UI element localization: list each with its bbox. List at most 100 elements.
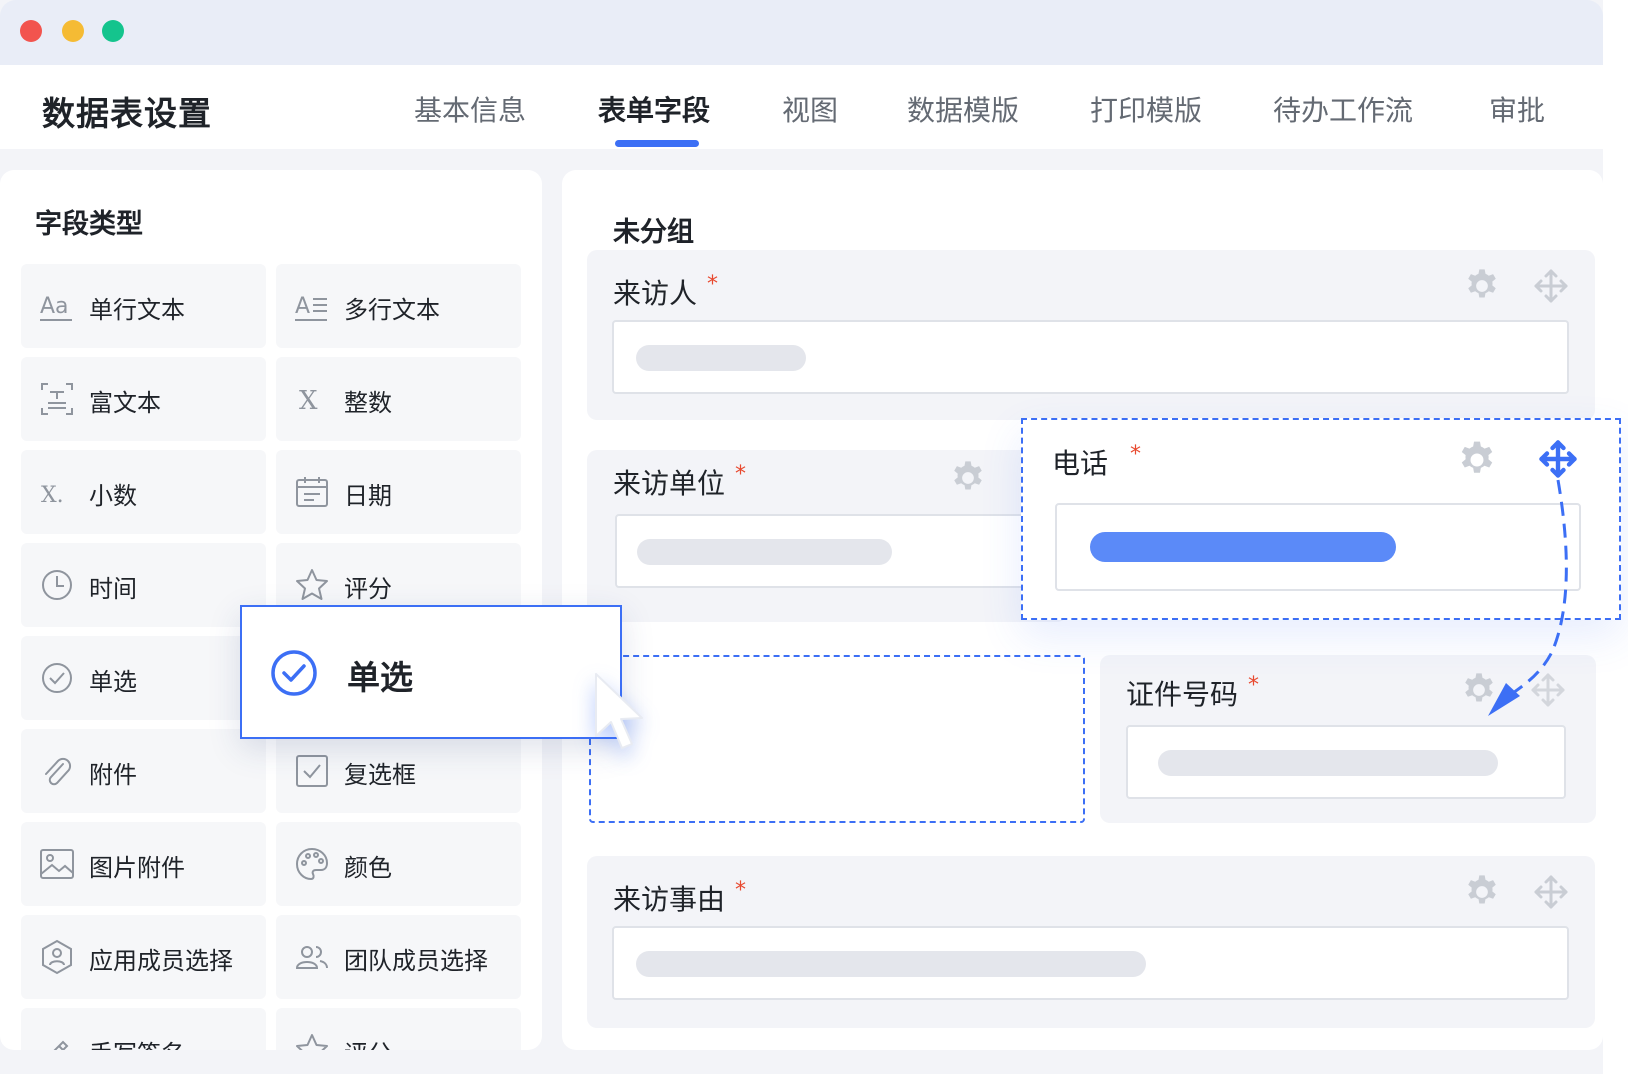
field-type-label: 评分 [344, 575, 392, 603]
drop-zone[interactable] [589, 655, 1085, 823]
minimize-window-button[interactable] [62, 20, 84, 42]
field-label: 来访单位* [613, 462, 747, 500]
field-label: 电话* [1052, 442, 1142, 480]
check-circle-icon [271, 650, 317, 696]
drag-arrow-icon [1488, 479, 1568, 716]
field-type-label: 小数 [89, 482, 137, 510]
field-type-date[interactable]: 日期 [276, 450, 521, 534]
tab-approval[interactable]: 审批 [1489, 94, 1546, 127]
palette-icon [294, 846, 330, 882]
gear-icon[interactable] [1456, 439, 1498, 481]
field-type-label: 团队成员选择 [344, 947, 488, 975]
close-window-button[interactable] [20, 20, 42, 42]
required-mark: * [735, 878, 747, 903]
input-placeholder [637, 539, 892, 565]
panel-title: 字段类型 [35, 209, 143, 240]
gear-icon[interactable] [1463, 267, 1501, 305]
image-icon [39, 846, 75, 882]
field-type-label: 日期 [344, 482, 392, 510]
field-type-decimal[interactable]: X. 小数 [21, 450, 266, 534]
decimal-icon: X. [39, 474, 75, 510]
required-mark: * [707, 272, 719, 297]
field-label: 来访人* [613, 272, 719, 310]
move-icon[interactable] [1528, 670, 1568, 710]
field-type-label: 应用成员选择 [89, 947, 233, 975]
dragging-field-card[interactable]: 电话* [1021, 418, 1621, 620]
field-types-panel: 字段类型 Aa 单行文本 A 多行文本 富文本 X 整数 [0, 170, 542, 1050]
field-type-attachment[interactable]: 附件 [21, 729, 266, 813]
clock-icon [39, 567, 75, 603]
form-field-card[interactable]: 来访单位* [587, 450, 1067, 622]
field-type-label: 附件 [89, 761, 137, 789]
maximize-window-button[interactable] [102, 20, 124, 42]
input-placeholder [1158, 750, 1498, 776]
input-value-highlight [1090, 532, 1396, 562]
move-icon[interactable] [1531, 266, 1571, 306]
field-type-multi-line-text[interactable]: A 多行文本 [276, 264, 521, 348]
field-type-color[interactable]: 颜色 [276, 822, 521, 906]
field-type-label: 单选 [89, 668, 137, 696]
tab-todo-workflow[interactable]: 待办工作流 [1273, 94, 1414, 127]
field-type-label: 整数 [344, 389, 392, 417]
field-type-label: 评分 [344, 1034, 392, 1050]
form-field-card[interactable]: 来访人* [587, 250, 1595, 420]
field-type-label: 单行文本 [89, 296, 185, 324]
input-placeholder [636, 951, 1146, 977]
group-title: 未分组 [613, 217, 694, 248]
text-input[interactable] [1055, 503, 1581, 591]
svg-text:X: X [299, 386, 318, 416]
field-label: 来访事由* [613, 878, 747, 916]
star-icon [294, 567, 330, 603]
tab-print-templates[interactable]: 打印模版 [1090, 94, 1203, 127]
gear-icon[interactable] [1463, 873, 1501, 911]
paperclip-icon [39, 753, 75, 789]
tab-basic-info[interactable]: 基本信息 [414, 94, 527, 127]
required-mark: * [1130, 442, 1142, 467]
dragging-field-type-chip[interactable]: 单选 [240, 605, 622, 739]
field-type-rating[interactable]: 评分 [276, 1008, 521, 1050]
check-circle-icon [39, 660, 75, 696]
calendar-icon [294, 474, 330, 510]
field-type-app-member-select[interactable]: 应用成员选择 [21, 915, 266, 999]
team-members-icon [294, 939, 330, 975]
field-type-single-line-text[interactable]: Aa 单行文本 [21, 264, 266, 348]
field-type-team-member-select[interactable]: 团队成员选择 [276, 915, 521, 999]
field-type-checkbox[interactable]: 复选框 [276, 729, 521, 813]
text-input[interactable] [615, 514, 1055, 588]
field-type-label: 复选框 [344, 761, 416, 789]
field-type-single-select[interactable]: 单选 [21, 636, 266, 720]
field-type-label: 图片附件 [89, 854, 185, 882]
field-type-label: 富文本 [89, 389, 161, 417]
text-input[interactable] [612, 320, 1569, 394]
text-input[interactable] [1126, 725, 1566, 799]
tab-views[interactable]: 视图 [782, 94, 839, 127]
required-mark: * [1248, 673, 1260, 698]
gear-icon[interactable] [949, 459, 987, 497]
field-type-integer[interactable]: X 整数 [276, 357, 521, 441]
field-type-label: 颜色 [344, 854, 392, 882]
form-field-card[interactable]: 证件号码* [1100, 655, 1596, 823]
field-type-label: 时间 [89, 575, 137, 603]
field-type-image-attachment[interactable]: 图片附件 [21, 822, 266, 906]
multi-line-text-icon: A [294, 288, 330, 324]
form-field-card[interactable]: 来访事由* [587, 856, 1595, 1028]
member-icon [39, 939, 75, 975]
page-title: 数据表设置 [42, 94, 212, 133]
tab-data-templates[interactable]: 数据模版 [907, 94, 1020, 127]
gear-icon[interactable] [1460, 671, 1498, 709]
text-input[interactable] [612, 926, 1569, 1000]
move-icon[interactable] [1531, 872, 1571, 912]
field-type-signature[interactable]: 手写签名 [21, 1008, 266, 1050]
tab-form-fields[interactable]: 表单字段 [598, 94, 711, 127]
header: 数据表设置 基本信息 表单字段 视图 数据模版 打印模版 待办工作流 审批 [0, 65, 1603, 149]
field-label: 证件号码* [1126, 673, 1260, 711]
svg-text:Aa: Aa [40, 294, 69, 319]
field-type-time[interactable]: 时间 [21, 543, 266, 627]
active-tab-indicator [615, 140, 699, 147]
integer-icon: X [294, 381, 330, 417]
checkbox-icon [294, 753, 330, 789]
move-icon[interactable] [1536, 437, 1580, 481]
required-mark: * [735, 462, 747, 487]
star-icon [294, 1032, 330, 1050]
field-type-rich-text[interactable]: 富文本 [21, 357, 266, 441]
